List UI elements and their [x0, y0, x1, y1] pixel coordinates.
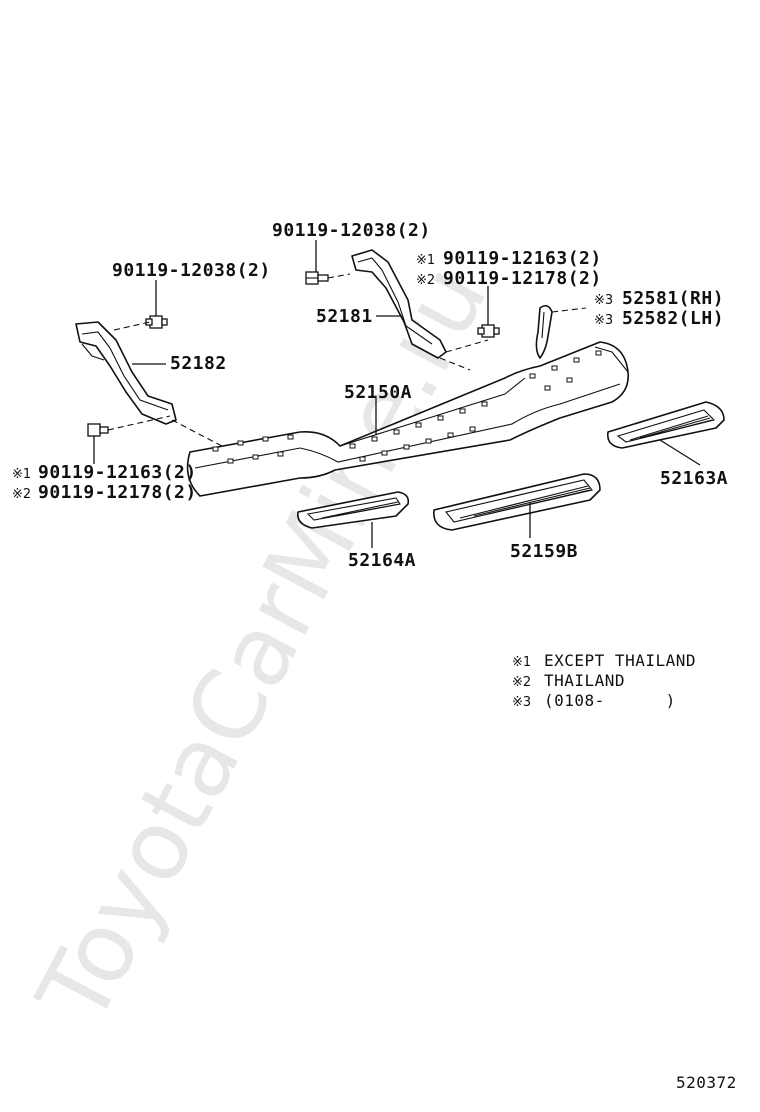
mark-bolt-right-2: ※2	[416, 273, 435, 288]
label-guard-lh: 52582(LH)	[622, 308, 724, 329]
label-bracket-left: 52182	[170, 353, 227, 374]
footnotes: ※1 EXCEPT THAILAND ※2 THAILAND ※3 (0108-…	[512, 651, 696, 710]
assembly-lines	[107, 273, 587, 447]
label-bolt-left-2: 90119-12178(2)	[38, 482, 197, 503]
note-2-mark: ※2	[512, 675, 531, 690]
mark-bolt-left-1: ※1	[12, 467, 31, 482]
bracket-left[interactable]	[75, 321, 177, 425]
label-step-pad-left: 52164A	[348, 550, 416, 571]
bracket-right[interactable]	[351, 249, 447, 359]
step-pad-center[interactable]	[433, 473, 601, 531]
label-bolt-top: 90119-12038(2)	[272, 220, 431, 241]
mark-guard-lh: ※3	[594, 313, 613, 328]
label-bolt-right-1: 90119-12163(2)	[443, 248, 602, 269]
mark-guard-rh: ※3	[594, 293, 613, 308]
leader-lines	[93, 240, 701, 548]
bumper-holes	[212, 350, 602, 464]
mark-bolt-right-1: ※1	[416, 253, 435, 268]
label-bolt-left-1: 90119-12163(2)	[38, 462, 197, 483]
step-pad-left[interactable]	[296, 491, 410, 529]
label-guard-rh: 52581(RH)	[622, 288, 724, 309]
note-1-text: EXCEPT THAILAND	[544, 651, 696, 670]
bolt-left-upper-icon[interactable]	[145, 315, 168, 329]
label-step-pad-right: 52163A	[660, 468, 728, 489]
bumper-guard[interactable]	[535, 304, 553, 359]
bolt-left-lower-icon[interactable]	[87, 423, 109, 437]
note-2-text: THAILAND	[544, 671, 625, 690]
note-3-mark: ※3	[512, 695, 531, 710]
watermark: ToyotaCarMine.ru	[16, 248, 509, 1042]
label-bolt-right-2: 90119-12178(2)	[443, 268, 602, 289]
note-3-text: (0108- )	[544, 691, 676, 710]
label-step-pad-center: 52159B	[510, 541, 578, 562]
bolt-top-icon[interactable]	[305, 271, 329, 285]
label-bumper: 52150A	[344, 382, 412, 403]
mark-bolt-left-2: ※2	[12, 487, 31, 502]
rear-bumper[interactable]	[186, 341, 629, 497]
label-bolt-left: 90119-12038(2)	[112, 260, 271, 281]
label-bracket-right: 52181	[316, 306, 373, 327]
diagram-id: 520372	[676, 1073, 737, 1092]
note-1-mark: ※1	[512, 655, 531, 670]
step-pad-right[interactable]	[606, 401, 725, 449]
